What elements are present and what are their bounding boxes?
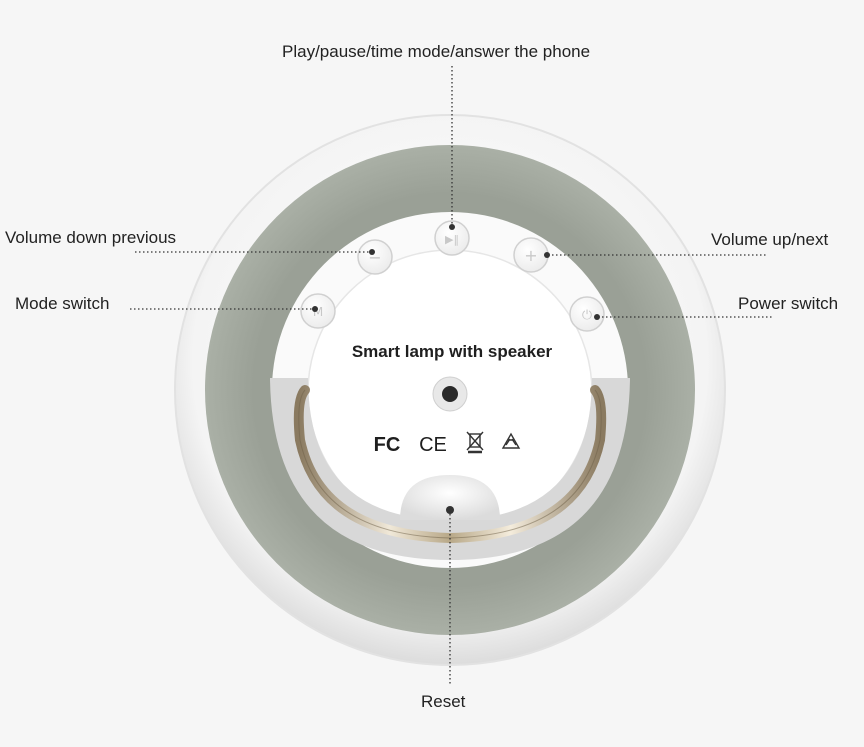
ce-mark: CE <box>419 434 447 456</box>
callout-volume-up: Volume up/next <box>711 230 829 249</box>
brand-text: Smart lamp with speaker <box>352 342 553 361</box>
power-icon: ⏻ <box>582 308 592 323</box>
fcc-mark: FC <box>374 434 401 456</box>
callout-volume-down: Volume down previous <box>5 228 177 247</box>
play-pause-icon: ▶‖ <box>445 233 459 246</box>
callout-play-pause: Play/pause/time mode/answer the phone <box>282 42 591 61</box>
reset-button[interactable] <box>400 475 500 520</box>
leader-lines <box>130 66 774 686</box>
plus-icon: + <box>524 246 537 265</box>
mode-switch-button[interactable]: M <box>300 293 336 329</box>
reset-dot <box>446 506 454 514</box>
leader-dots <box>312 224 600 320</box>
mode-icon: M <box>313 305 323 319</box>
recycle-icon <box>501 432 521 449</box>
callout-reset: Reset <box>421 692 466 711</box>
play-pause-button[interactable]: ▶‖ <box>434 220 470 256</box>
callout-power-switch: Power switch <box>738 294 839 313</box>
weee-icon <box>466 431 484 454</box>
callout-mode-switch: Mode switch <box>15 294 110 313</box>
power-switch-button[interactable]: ⏻ <box>569 296 605 332</box>
volume-down-button[interactable]: − <box>357 239 393 275</box>
volume-up-button[interactable]: + <box>513 237 549 273</box>
